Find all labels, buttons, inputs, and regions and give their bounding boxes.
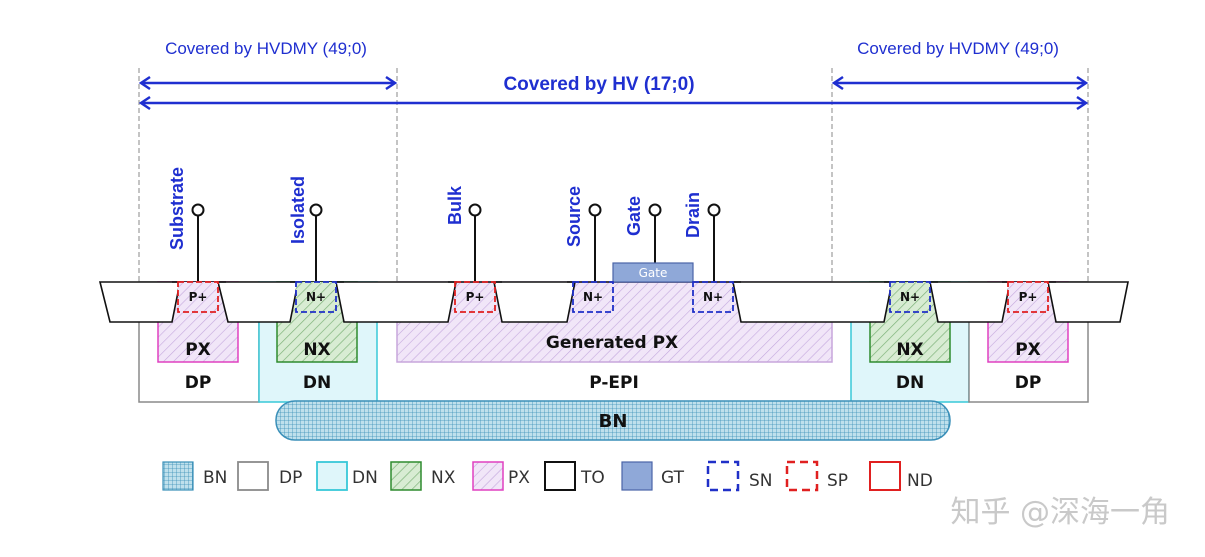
hvdmy-left-label: Covered by HVDMY (49;0) bbox=[165, 39, 367, 58]
legend-label-gt: GT bbox=[661, 468, 685, 488]
legend-swatch-bn bbox=[162, 461, 194, 491]
nx-right-label: NX bbox=[896, 340, 923, 360]
legend-swatch-dp bbox=[237, 461, 269, 491]
dp-right-label: DP bbox=[1015, 373, 1042, 393]
legend-swatch-nd bbox=[869, 461, 901, 491]
trench-oxide-4 bbox=[493, 281, 576, 323]
trench-oxide-1 bbox=[98, 281, 181, 323]
n-plus-source-label: N+ bbox=[583, 290, 603, 304]
legend-item-dn: DN bbox=[316, 461, 378, 491]
terminal-label-bulk: Bulk bbox=[445, 185, 465, 225]
legend-item-nx: NX bbox=[390, 461, 456, 491]
legend-label-sn: SN bbox=[749, 471, 773, 491]
legend-item-dp: DP bbox=[237, 461, 302, 491]
sn-source-marker bbox=[572, 281, 614, 313]
n-plus-isolated bbox=[296, 282, 336, 312]
dn-right-label: DN bbox=[896, 373, 924, 393]
pin-head-gate bbox=[648, 203, 662, 217]
legend-label-sp: SP bbox=[827, 471, 848, 491]
dn-left-label: DN bbox=[303, 373, 331, 393]
legend-label-to: TO bbox=[580, 468, 605, 488]
legend-label-nd: ND bbox=[907, 471, 933, 491]
bn-label: BN bbox=[599, 411, 628, 432]
legend-item-sn: SN bbox=[706, 460, 773, 492]
implant-regions: P+ N+ P+ N+ N+ N+ P+ bbox=[177, 281, 1049, 313]
terminal-label-drain: Drain bbox=[683, 192, 703, 238]
sn-isolated-right-marker bbox=[889, 281, 931, 313]
terminal-label-substrate: Substrate bbox=[167, 167, 187, 250]
px-right-label: PX bbox=[1015, 340, 1041, 360]
sp-substrate-right-marker bbox=[1007, 281, 1049, 313]
legend-swatch-dn bbox=[316, 461, 348, 491]
legend: BN DP DN NX PX TO GT SN bbox=[162, 460, 933, 492]
gate-poly-label: Gate bbox=[639, 266, 668, 280]
legend-item-to: TO bbox=[544, 461, 605, 491]
legend-item-gt: GT bbox=[621, 461, 685, 491]
legend-label-dp: DP bbox=[279, 468, 302, 488]
legend-swatch-px bbox=[472, 461, 504, 491]
n-plus-isolated-label: N+ bbox=[306, 290, 326, 304]
sp-bulk-marker bbox=[454, 281, 496, 313]
p-plus-substrate-right bbox=[1008, 282, 1048, 312]
pin-head-source bbox=[588, 203, 602, 217]
legend-label-px: PX bbox=[508, 468, 530, 488]
pin-head-isolated bbox=[309, 203, 323, 217]
p-plus-bulk-label: P+ bbox=[466, 290, 485, 304]
hvdmy-right-label: Covered by HVDMY (49;0) bbox=[857, 39, 1059, 58]
n-plus-drain-label: N+ bbox=[703, 290, 723, 304]
trench-oxide-7 bbox=[1047, 281, 1129, 323]
legend-swatch-gt bbox=[621, 461, 653, 491]
legend-item-nd: ND bbox=[869, 461, 933, 491]
legend-label-bn: BN bbox=[203, 468, 227, 488]
nx-left-label: NX bbox=[303, 340, 330, 360]
generated-px-label: Generated PX bbox=[546, 333, 678, 353]
pin-head-drain bbox=[707, 203, 721, 217]
p-epi-label: P-EPI bbox=[589, 373, 639, 393]
legend-swatch-sn bbox=[706, 460, 740, 492]
n-plus-isolated-right-label: N+ bbox=[900, 290, 920, 304]
hv-arrow bbox=[138, 95, 1089, 111]
watermark: 知乎 @深海一角 bbox=[950, 495, 1170, 530]
pin-head-bulk bbox=[468, 203, 482, 217]
legend-swatch-nx bbox=[390, 461, 422, 491]
legend-swatch-to bbox=[544, 461, 576, 491]
p-plus-substrate-label: P+ bbox=[189, 290, 208, 304]
p-plus-substrate bbox=[178, 282, 218, 312]
pin-head-substrate bbox=[191, 203, 205, 217]
trench-oxide-5 bbox=[732, 281, 893, 323]
trench-oxide-2 bbox=[216, 281, 299, 323]
sn-isolated-marker bbox=[295, 281, 337, 313]
px-left-label: PX bbox=[185, 340, 211, 360]
hvdmy-left-arrow bbox=[138, 75, 398, 91]
hv-coverage-annotations: Covered by HVDMY (49;0) Covered by HVDMY… bbox=[138, 39, 1089, 402]
bn-buried-layer bbox=[275, 400, 951, 441]
terminal-label-source: Source bbox=[564, 186, 584, 247]
dp-left-label: DP bbox=[185, 373, 212, 393]
sn-drain-marker bbox=[692, 281, 734, 313]
trench-oxide-6 bbox=[929, 281, 1011, 323]
hv-label: Covered by HV (17;0) bbox=[503, 74, 694, 95]
sp-substrate-marker bbox=[177, 281, 219, 313]
field-oxide bbox=[98, 281, 1129, 323]
legend-item-sp: SP bbox=[785, 460, 848, 492]
terminals: Substrate Isolated Bulk Source Gate Drai… bbox=[167, 167, 721, 282]
n-plus-isolated-right bbox=[890, 282, 930, 312]
terminal-label-isolated: Isolated bbox=[288, 176, 308, 244]
legend-item-px: PX bbox=[472, 461, 530, 491]
well-labels: PX NX Generated PX NX PX DP DN P-EPI DN … bbox=[185, 333, 1042, 393]
legend-label-dn: DN bbox=[352, 468, 378, 488]
legend-item-bn: BN bbox=[162, 461, 227, 491]
p-plus-substrate-right-label: P+ bbox=[1019, 290, 1038, 304]
gate-poly bbox=[612, 262, 694, 283]
terminal-label-gate: Gate bbox=[624, 196, 644, 236]
hvdmy-right-arrow bbox=[831, 75, 1089, 91]
trench-oxide-3 bbox=[335, 281, 457, 323]
legend-swatch-sp bbox=[785, 460, 819, 492]
legend-label-nx: NX bbox=[431, 468, 456, 488]
